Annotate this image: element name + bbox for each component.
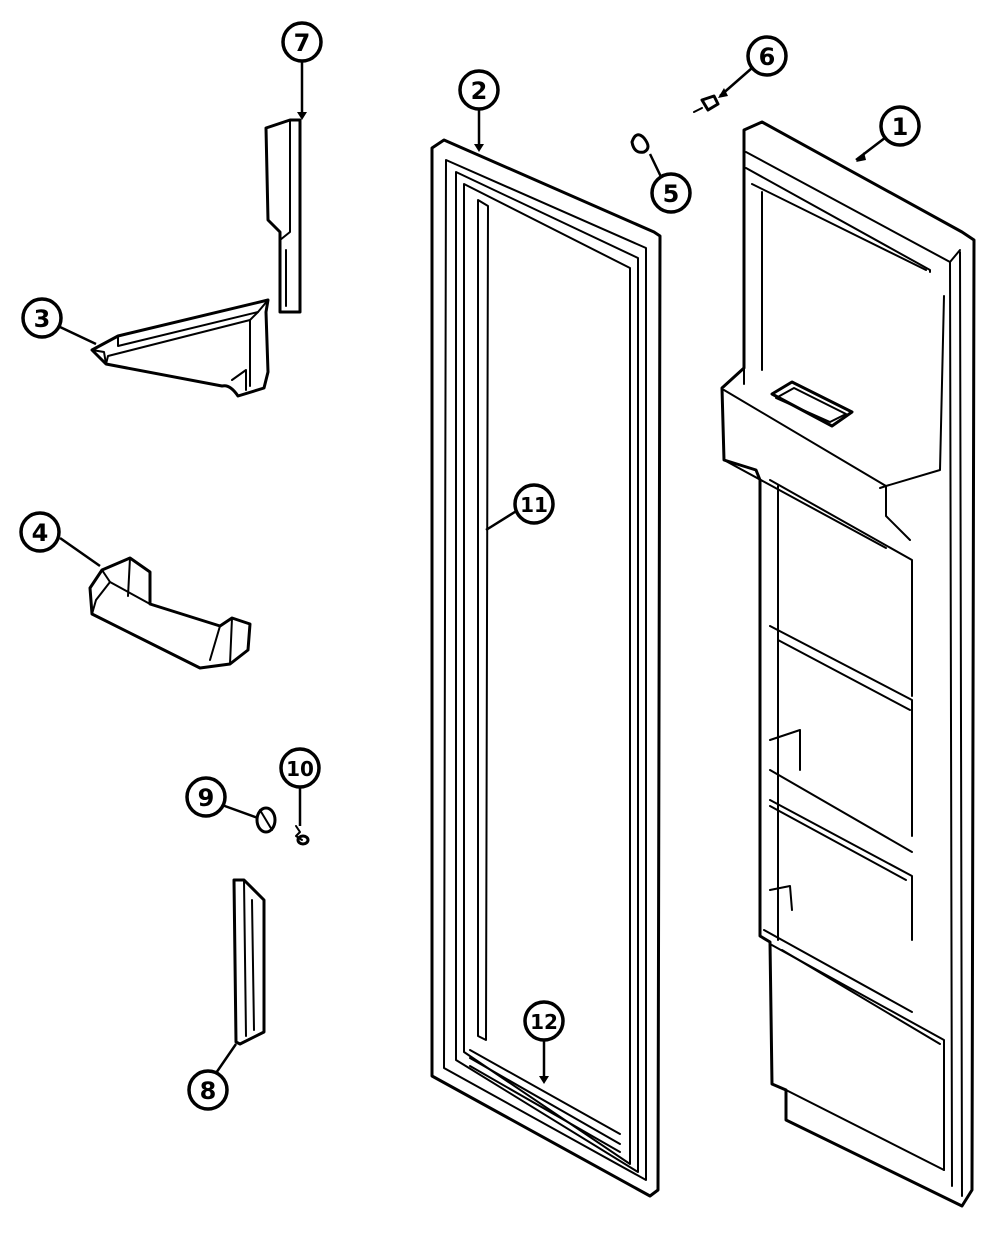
callout-1-label: 1 bbox=[892, 113, 909, 141]
callout-3-label: 3 bbox=[34, 305, 51, 333]
callout-6: 6 bbox=[746, 35, 788, 77]
part-5-cap bbox=[630, 133, 650, 154]
callout-2-label: 2 bbox=[471, 77, 488, 105]
callout-11: 11 bbox=[513, 483, 555, 525]
callout-10: 10 bbox=[279, 747, 321, 789]
callout-9-label: 9 bbox=[198, 784, 215, 812]
callout-3: 3 bbox=[21, 297, 63, 339]
part-3-door-bin bbox=[90, 298, 270, 398]
callout-6-label: 6 bbox=[759, 43, 776, 71]
part-6-screw bbox=[693, 94, 720, 113]
callout-12-label: 12 bbox=[530, 1010, 558, 1034]
part-10-screw bbox=[295, 825, 310, 846]
callout-4: 4 bbox=[19, 511, 61, 553]
part-2-door-gasket bbox=[430, 138, 662, 1198]
callout-7-label: 7 bbox=[294, 29, 311, 57]
leader-lines bbox=[59, 60, 891, 1084]
callout-5-label: 5 bbox=[663, 180, 680, 208]
part-8-lower-trim bbox=[232, 878, 266, 1046]
callout-5: 5 bbox=[650, 172, 692, 214]
callout-4-label: 4 bbox=[32, 519, 49, 547]
part-9-plug bbox=[255, 806, 277, 834]
callout-11-label: 11 bbox=[520, 493, 548, 517]
callout-12: 12 bbox=[523, 1000, 565, 1042]
part-1-door-liner bbox=[720, 120, 976, 1208]
part-7-upper-trim bbox=[264, 118, 302, 314]
callout-8-label: 8 bbox=[200, 1077, 217, 1105]
callout-10-label: 10 bbox=[286, 757, 314, 781]
callout-9: 9 bbox=[185, 776, 227, 818]
callout-1: 1 bbox=[879, 105, 921, 147]
callout-8: 8 bbox=[187, 1069, 229, 1111]
part-4-door-rail bbox=[88, 556, 252, 670]
callout-7: 7 bbox=[281, 21, 323, 63]
callout-2: 2 bbox=[458, 69, 500, 111]
